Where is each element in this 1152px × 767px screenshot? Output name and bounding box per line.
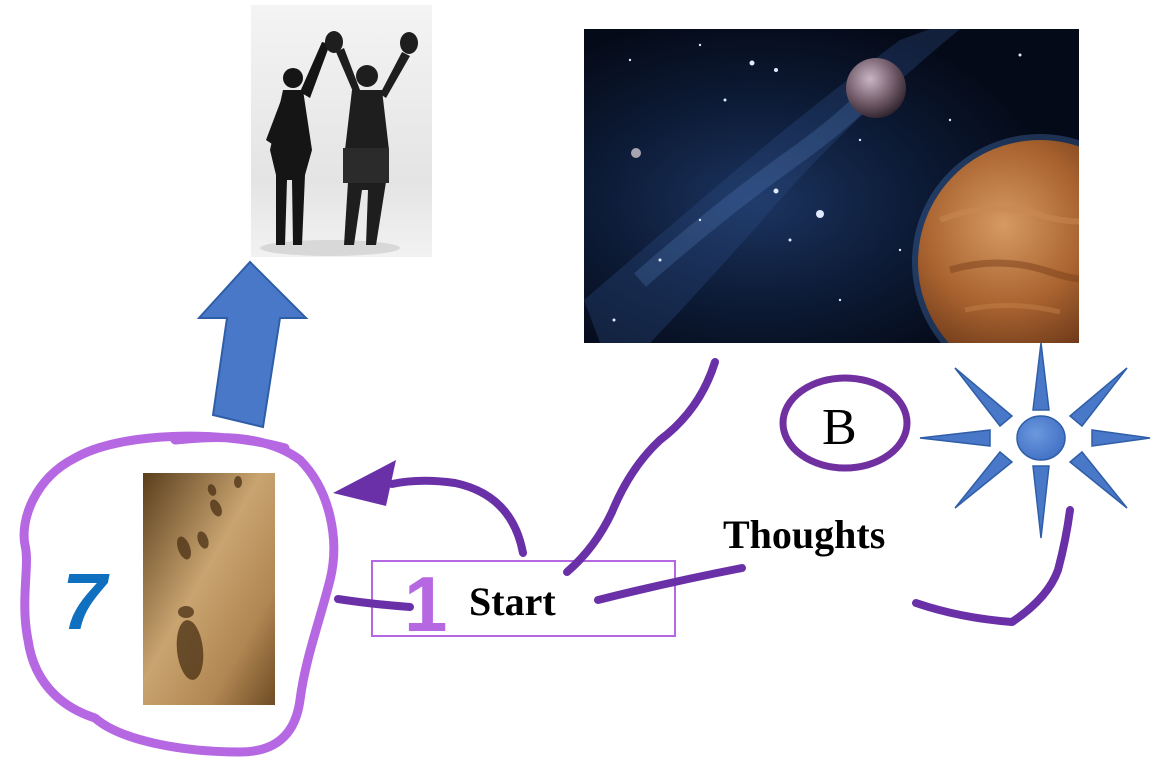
curved-arrow-icon: [333, 460, 396, 506]
footprints-circle: [19, 431, 339, 757]
start-box: [371, 560, 676, 637]
b-circle: [779, 374, 911, 472]
connector-sun-arc: [912, 506, 1074, 626]
b-label: B: [822, 399, 857, 456]
space-photo: [584, 29, 1079, 343]
footprints-photo: [143, 473, 275, 705]
start-label: Start: [469, 579, 556, 624]
step-number-one: 1: [404, 560, 448, 648]
sun-icon: [919, 342, 1151, 539]
connector-to-footprints: [334, 595, 414, 611]
connector-to-space: [563, 358, 719, 576]
boxers-photo: [251, 5, 432, 257]
step-number-seven: 7: [62, 557, 107, 646]
thoughts-label: Thoughts: [723, 512, 886, 557]
up-arrow-icon: [196, 260, 309, 429]
connector-to-thoughts: [594, 564, 746, 604]
curved-arrow-shaft: [388, 476, 527, 557]
